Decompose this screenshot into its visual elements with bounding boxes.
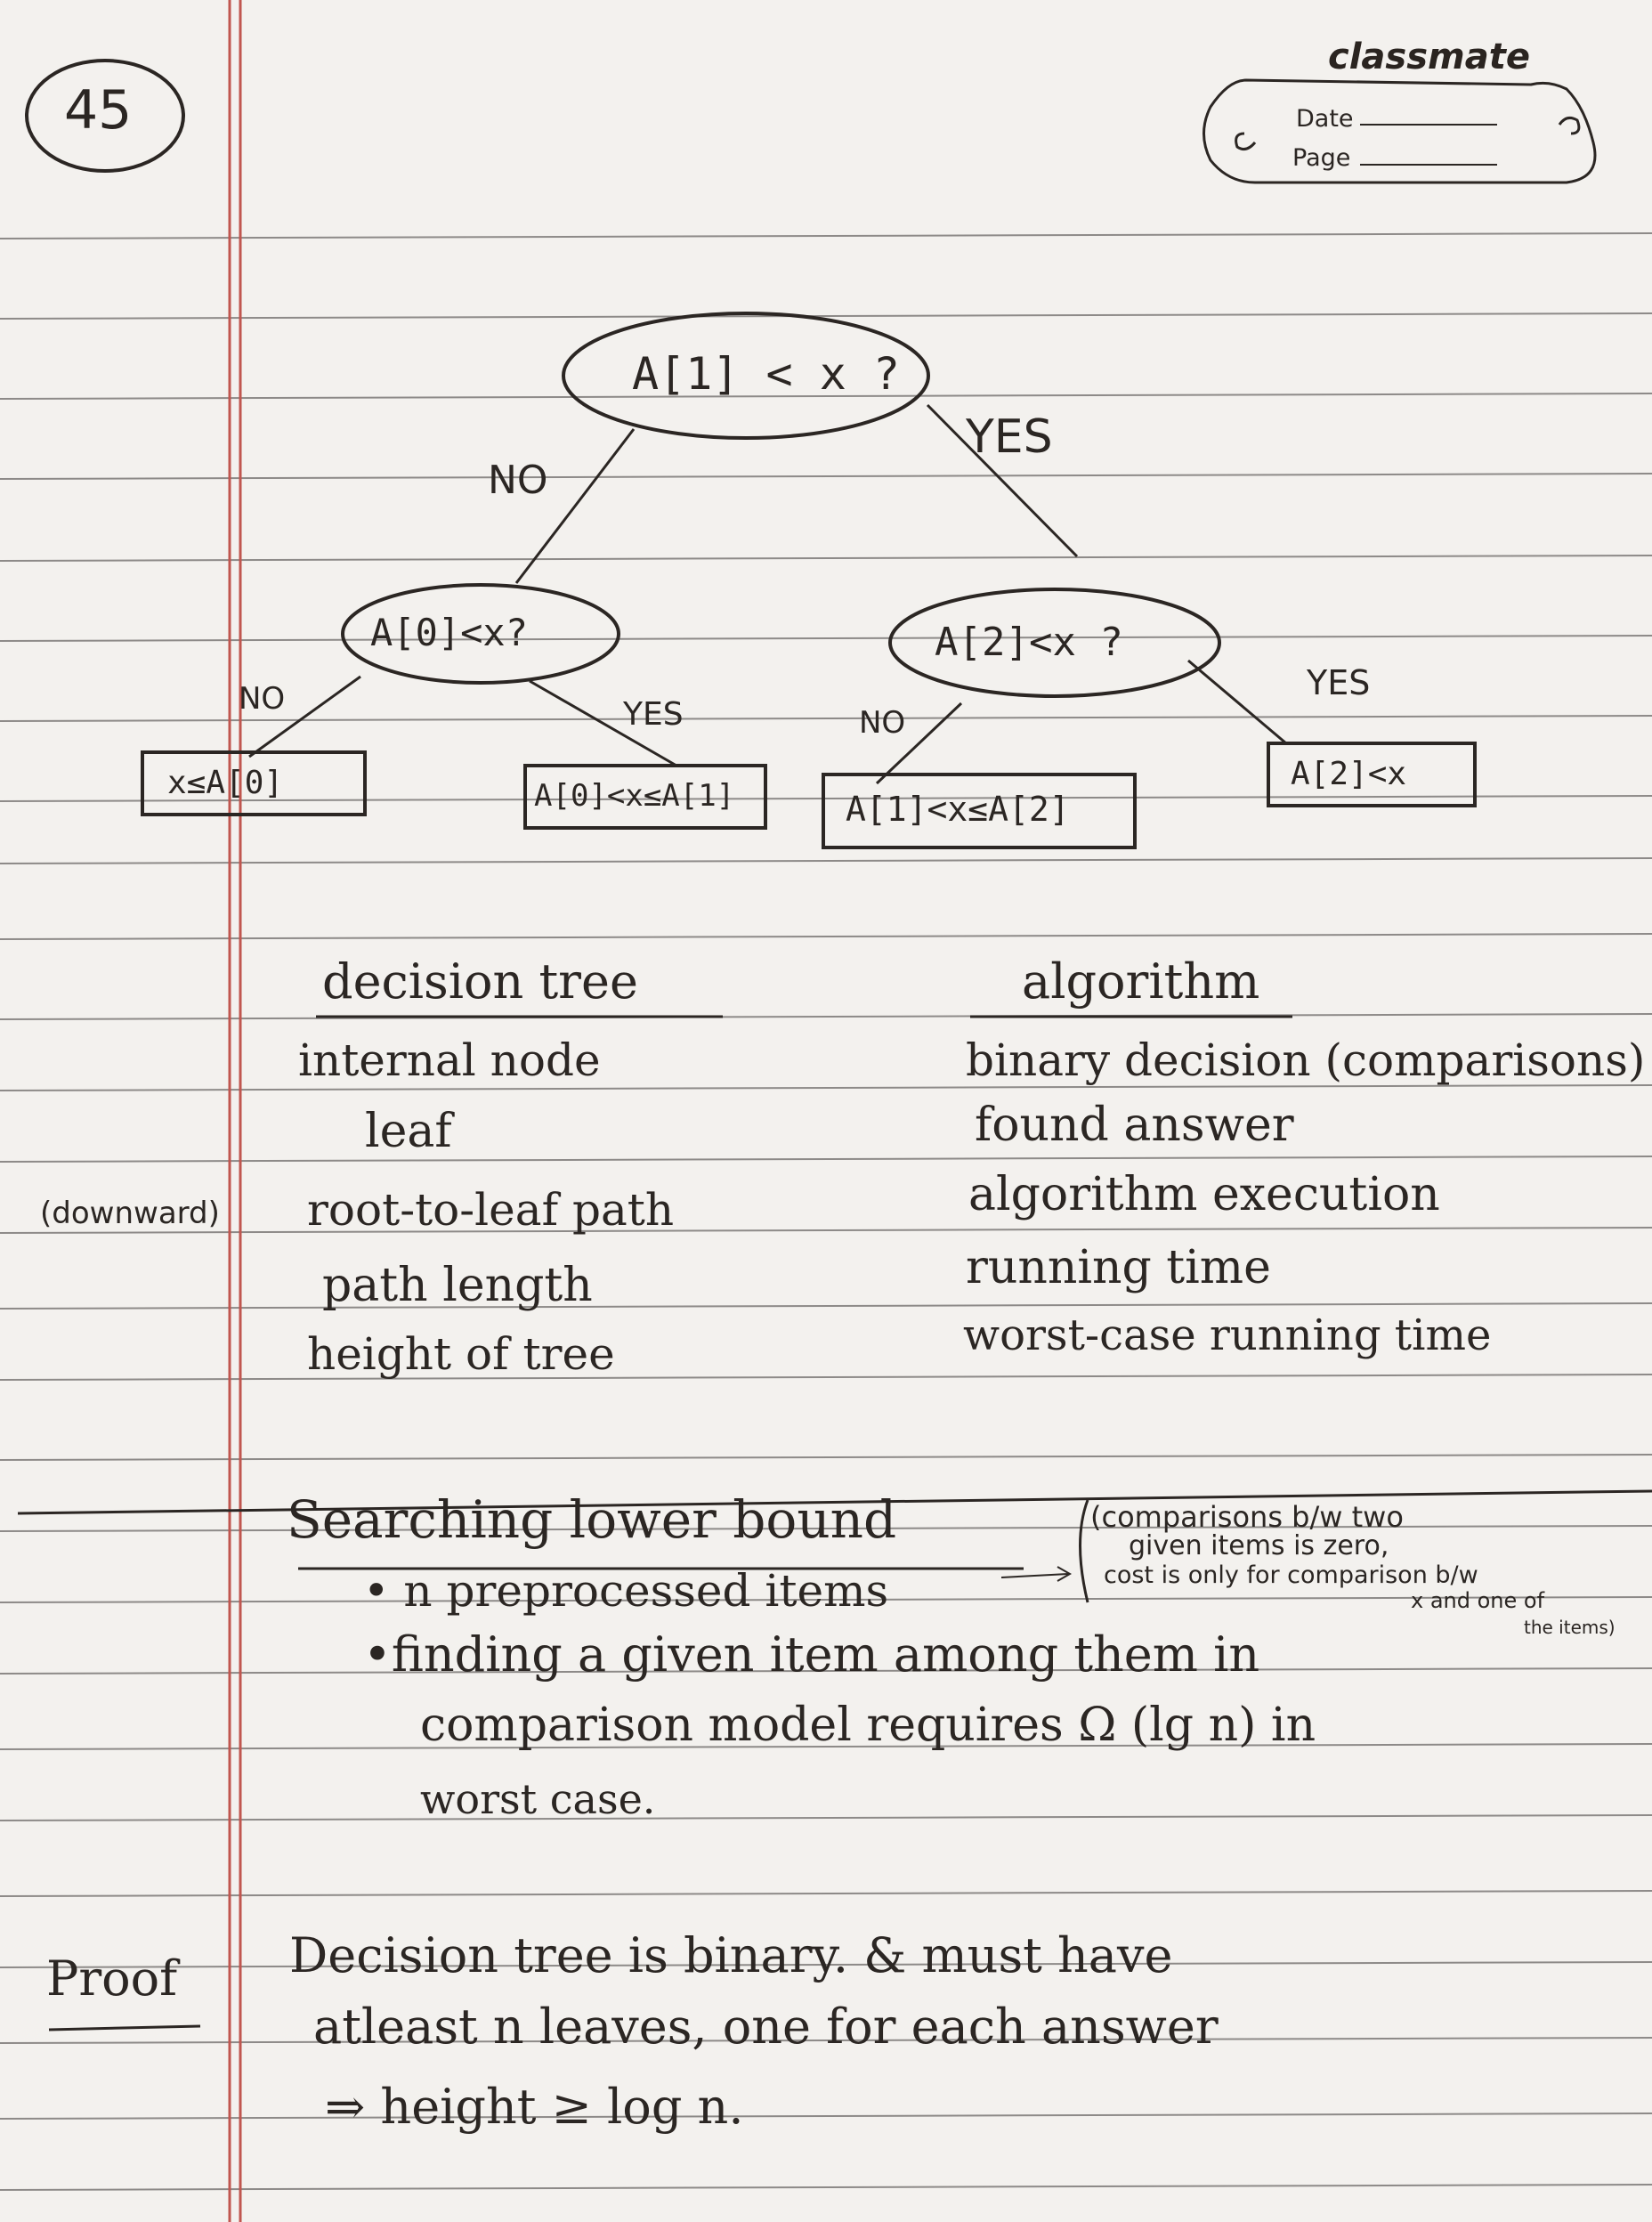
right-question: A[2]<x ?	[935, 620, 1123, 665]
edge-root-right	[926, 403, 1079, 558]
right-yes-label: YES	[1307, 663, 1371, 702]
page-label: Page	[1292, 144, 1351, 172]
note-line-4: x and one of	[1411, 1588, 1545, 1613]
ruled-line	[0, 555, 1652, 562]
ruled-line	[0, 2184, 1652, 2191]
mapping-prefix-3: (downward)	[40, 1196, 220, 1231]
proof-line-1: Decision tree is binary. & must have	[289, 1927, 1173, 1983]
ruled-line	[0, 715, 1652, 722]
edge-right-yes	[1187, 659, 1287, 745]
tree-right-node	[888, 588, 1221, 698]
ruled-line	[0, 473, 1652, 480]
leaf-label-4: A[2]<x	[1291, 756, 1407, 792]
edge-right-no	[875, 701, 963, 785]
leaf-label-2: A[0]<x≤A[1]	[534, 778, 735, 814]
ruled-line	[0, 1302, 1652, 1310]
mapping-left-1: internal node	[298, 1034, 601, 1086]
edge-left-no	[248, 675, 361, 758]
note-line-2: given items is zero,	[1129, 1530, 1389, 1561]
note-line-3: cost is only for comparison b/w	[1104, 1561, 1478, 1589]
margin-lines	[228, 0, 242, 2222]
searching-bullet-1: • n preprocessed items	[363, 1565, 889, 1617]
leaf-box-4	[1267, 742, 1477, 807]
ruled-line	[0, 2037, 1652, 2044]
note-arrow-line	[1000, 1573, 1069, 1578]
note-open-paren	[1079, 1499, 1089, 1603]
ruled-line	[0, 1227, 1652, 1234]
mapping-right-4: running time	[966, 1241, 1271, 1294]
mapping-left-3: root-to-leaf path	[307, 1184, 675, 1236]
note-line-5: the items)	[1524, 1617, 1616, 1638]
right-no-label: NO	[859, 705, 906, 741]
mapping-right-1: binary decision (comparisons)	[966, 1034, 1646, 1086]
left-question: A[0]<x?	[370, 611, 529, 654]
ruled-line	[0, 1667, 1652, 1675]
ruled-line	[0, 1596, 1652, 1603]
searching-bullet-2-line-3: worst case.	[420, 1775, 656, 1823]
ruled-line	[0, 1454, 1652, 1461]
mapping-right-3: algorithm execution	[968, 1168, 1440, 1221]
ruled-line	[0, 1084, 1652, 1091]
ruled-line	[0, 232, 1652, 239]
searching-bullet-2-line-2: comparison model requires Ω (lg n) in	[420, 1699, 1316, 1752]
note-line-1: (comparisons b/w two	[1090, 1500, 1404, 1534]
ruled-line	[0, 1743, 1652, 1750]
root-no-label: NO	[488, 458, 548, 503]
ruled-line	[0, 1890, 1652, 1897]
date-page-banner	[1203, 78, 1597, 184]
proof-line-2: atleast n leaves, one for each answer	[313, 1999, 1219, 2055]
ruled-line	[0, 635, 1652, 642]
mapping-right-5: worst-case running time	[963, 1310, 1492, 1360]
mapping-right-2: found answer	[975, 1099, 1294, 1152]
tree-left-node	[341, 583, 620, 685]
ruled-line	[0, 393, 1652, 400]
left-no-label: NO	[239, 681, 286, 717]
proof-underline	[48, 2024, 201, 2031]
ruled-line	[0, 933, 1652, 940]
leaf-box-2	[523, 764, 767, 830]
ruled-line	[0, 1156, 1652, 1163]
mapping-left-2: leaf	[365, 1105, 452, 1158]
date-label: Date	[1296, 105, 1354, 133]
mapping-heading-left: decision tree	[322, 953, 638, 1010]
page-number: 45	[64, 79, 133, 142]
edge-root-left	[514, 428, 636, 584]
leaf-label-3: A[1]<x≤A[2]	[846, 790, 1070, 829]
proof-line-3: ⇒ height ≥ log n.	[325, 2079, 744, 2135]
edge-left-yes	[529, 679, 677, 767]
searching-bullet-2-line-1: •finding a given item among them in	[363, 1626, 1260, 1683]
searching-heading: Searching lower bound	[287, 1489, 897, 1550]
mapping-heading-right: algorithm	[1022, 953, 1260, 1010]
left-yes-label: YES	[623, 696, 684, 733]
section-divider	[17, 1489, 1652, 1515]
root-question: A[1] < x ?	[632, 348, 901, 400]
leaf-box-3	[822, 773, 1137, 849]
mapping-left-4: path length	[322, 1259, 593, 1312]
ruled-line	[0, 1013, 1652, 1020]
ruled-line	[0, 795, 1652, 802]
ruled-line	[0, 1814, 1652, 1821]
page-number-circle	[25, 59, 185, 173]
leaf-box-1	[141, 750, 367, 816]
banner-curl-right	[1558, 116, 1581, 135]
ruled-line	[0, 1374, 1652, 1381]
leaf-label-1: x≤A[0]	[167, 765, 284, 801]
mapping-left-5: height of tree	[307, 1328, 615, 1380]
brand-logo: classmate	[1328, 36, 1530, 77]
ruled-line	[0, 2113, 1652, 2120]
ruled-line	[0, 1525, 1652, 1532]
tree-root-node	[562, 312, 930, 440]
ruled-line	[0, 1961, 1652, 1968]
root-yes-label: YES	[966, 410, 1053, 464]
banner-curl-left	[1235, 132, 1257, 151]
ruled-lines	[0, 232, 1652, 2191]
proof-label: Proof	[46, 1950, 178, 2007]
note-arrow-head	[1057, 1566, 1073, 1582]
ruled-line	[0, 312, 1652, 320]
ruled-line	[0, 857, 1652, 864]
